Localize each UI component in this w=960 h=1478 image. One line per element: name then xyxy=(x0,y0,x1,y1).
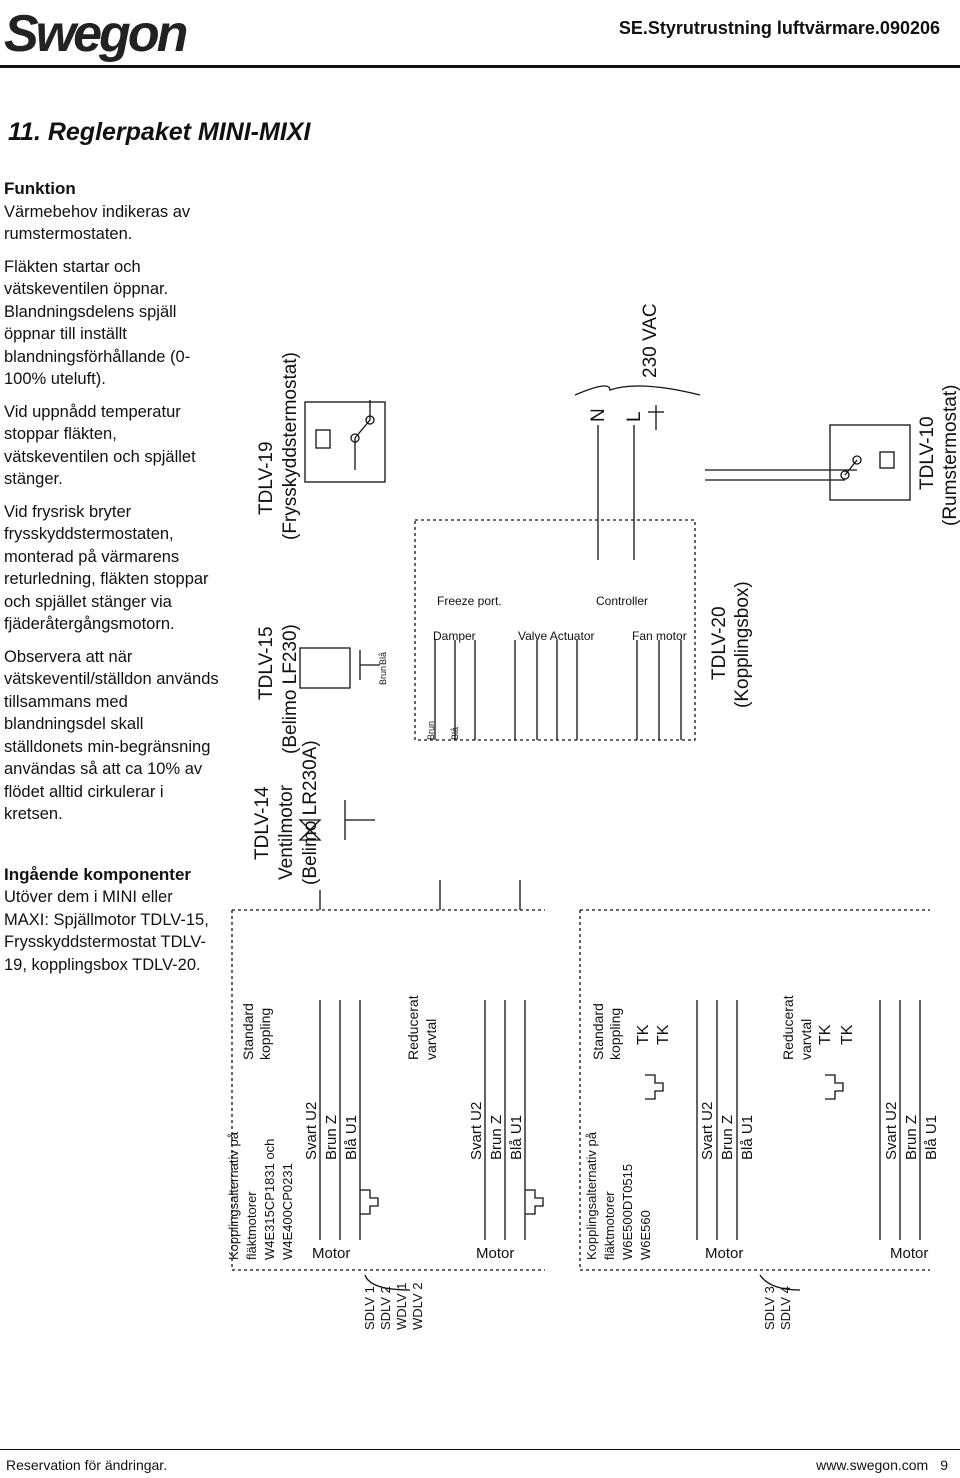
tk-label: TK xyxy=(655,1024,672,1045)
standard-label-3: Standard xyxy=(590,1003,606,1060)
footer-note: Reservation för ändringar. xyxy=(6,1457,168,1473)
freeze-port-label: Freeze port. xyxy=(437,594,502,608)
switch-icon xyxy=(825,1074,844,1100)
footer-rule xyxy=(0,1449,960,1450)
page-number: 9 xyxy=(940,1457,948,1473)
supply-N: N xyxy=(588,408,609,422)
standard-label-2: koppling xyxy=(257,1008,273,1060)
tdlv14-sub2: (Belimo LR230A) xyxy=(300,740,321,885)
fan-motor-label: Fan motor xyxy=(632,629,687,643)
koppl-alt-1-line: fläktmotorer xyxy=(244,1191,259,1260)
funktion-section: Funktion Värmebehov indikeras av rumster… xyxy=(4,178,219,836)
wire-label: Svart U2 xyxy=(468,1102,485,1160)
reducerat-label: Reducerat xyxy=(405,995,421,1060)
ingaende-heading: Ingående komponenter xyxy=(4,865,192,884)
koppl-alt-2-line: Kopplingsalternativ på xyxy=(584,1131,599,1260)
tdlv10-label: TDLV-10 xyxy=(917,416,938,490)
funktion-heading: Funktion xyxy=(4,179,76,198)
tdlv20-box xyxy=(414,519,696,741)
swegon-logo: Swegon xyxy=(4,5,188,63)
koppl-alt-2-line: fläktmotorer xyxy=(602,1191,617,1260)
wire-label: Blå U1 xyxy=(343,1115,360,1160)
sdlv-label: SDLV 3 xyxy=(762,1286,777,1330)
wire-brun-label-2: Brun xyxy=(426,721,436,740)
wire-label: Brun Z xyxy=(903,1115,920,1160)
wire-label: Blå U1 xyxy=(739,1115,756,1160)
tdlv14-sub1: Ventilmotor xyxy=(276,784,297,880)
footer-url[interactable]: www.swegon.com xyxy=(816,1457,929,1473)
funktion-paragraph: Värmebehov indikeras av rumstermostaten. xyxy=(4,202,191,244)
valve-actuator-label: Valve Actuator xyxy=(518,629,595,643)
koppl-alt-1-line: W4E400CP0231 xyxy=(280,1163,295,1260)
tdlv10-box xyxy=(829,424,911,501)
motor-label: Motor xyxy=(312,1245,350,1262)
page-title: 11. Reglerpaket MINI-MIXI xyxy=(8,118,311,146)
tk-label: TK xyxy=(817,1024,834,1045)
reducerat-label-3: Reducerat xyxy=(780,995,796,1060)
sdlv-label: SDLV 2 xyxy=(378,1286,393,1330)
thermo-display-icon xyxy=(315,429,331,449)
sdlv-label: WDLV 1 xyxy=(394,1283,409,1330)
motor-label: Motor xyxy=(476,1245,514,1262)
reducerat-label-4: varvtal xyxy=(798,1019,814,1060)
sdlv-label: SDLV 4 xyxy=(778,1286,793,1330)
tdlv10-sub: (Rumstermostat) xyxy=(940,385,960,526)
supply-L: L xyxy=(624,411,645,422)
wire-label: Blå U1 xyxy=(508,1115,525,1160)
wire-bla-label: Blå xyxy=(378,652,388,665)
wire-label: Brun Z xyxy=(488,1115,505,1160)
header-rule xyxy=(0,65,960,68)
wire-brun-label: Brun xyxy=(378,666,388,685)
wire-bla-label-2: Blå xyxy=(450,727,460,740)
tdlv19-sub: (Frysskyddstermostat) xyxy=(280,352,301,540)
reducerat-label-2: varvtal xyxy=(423,1019,439,1060)
motor-label: Motor xyxy=(705,1245,743,1262)
koppl-alt-2-line: W6E560 xyxy=(638,1210,653,1260)
sdlv-label: WDLV 2 xyxy=(410,1283,425,1330)
switch-icon xyxy=(525,1189,544,1215)
wire-label: Svart U2 xyxy=(303,1102,320,1160)
document-code: SE.Styrutrustning luftvärmare.090206 xyxy=(618,18,940,38)
tdlv14-label: TDLV-14 xyxy=(252,786,273,860)
tdlv19-box xyxy=(304,401,386,483)
wire-label: Brun Z xyxy=(323,1115,340,1160)
funktion-paragraph: Fläkten startar och vätskeventilen öppna… xyxy=(4,257,191,389)
funktion-paragraph: Vid frysrisk bryter frysskyddstermostate… xyxy=(4,502,209,634)
koppl-alt-2-line: W6E500DT0515 xyxy=(620,1164,635,1260)
controller-label: Controller xyxy=(596,594,648,608)
wire-label: Svart U2 xyxy=(699,1102,716,1160)
switch-icon xyxy=(360,1189,379,1215)
wire-label: Blå U1 xyxy=(923,1115,940,1160)
ingaende-text: Utöver dem i MINI eller MAXI: Spjällmoto… xyxy=(4,888,209,974)
tdlv20-label: TDLV-20 xyxy=(709,606,730,680)
funktion-paragraph: Observera att när vätskeventil/ställdon … xyxy=(4,647,219,824)
tdlv15-label: TDLV-15 xyxy=(256,626,277,700)
tdlv20-sub: (Kopplingsbox) xyxy=(732,581,753,708)
tdlv15-sub: (Belimo LF230) xyxy=(280,624,301,754)
supply-label: 230 VAC xyxy=(640,303,661,378)
motor-label: Motor xyxy=(890,1245,928,1262)
sdlv-label: SDLV 1 xyxy=(362,1286,377,1330)
tdlv19-label: TDLV-19 xyxy=(256,441,277,515)
koppl-alt-1-line: Kopplingsalternativ på xyxy=(226,1131,241,1260)
footer-right: www.swegon.com 9 xyxy=(816,1457,948,1473)
wire-label: Svart U2 xyxy=(883,1102,900,1160)
tk-label: TK xyxy=(635,1024,652,1045)
ingaende-section: Ingående komponenter Utöver dem i MINI e… xyxy=(4,864,219,976)
tdlv15-box xyxy=(299,647,351,689)
damper-label: Damper xyxy=(433,629,476,643)
standard-label: Standard xyxy=(240,1003,256,1060)
switch-icon xyxy=(645,1074,664,1100)
funktion-paragraph: Vid uppnådd temperatur stoppar fläkten, … xyxy=(4,402,196,489)
tk-label: TK xyxy=(839,1024,856,1045)
wire-label: Brun Z xyxy=(719,1115,736,1160)
koppl-alt-1-line: W4E315CP1831 och xyxy=(262,1139,277,1260)
standard-label-4: koppling xyxy=(607,1008,623,1060)
room-thermo-display-icon xyxy=(879,451,895,469)
valve-icon xyxy=(298,819,322,841)
